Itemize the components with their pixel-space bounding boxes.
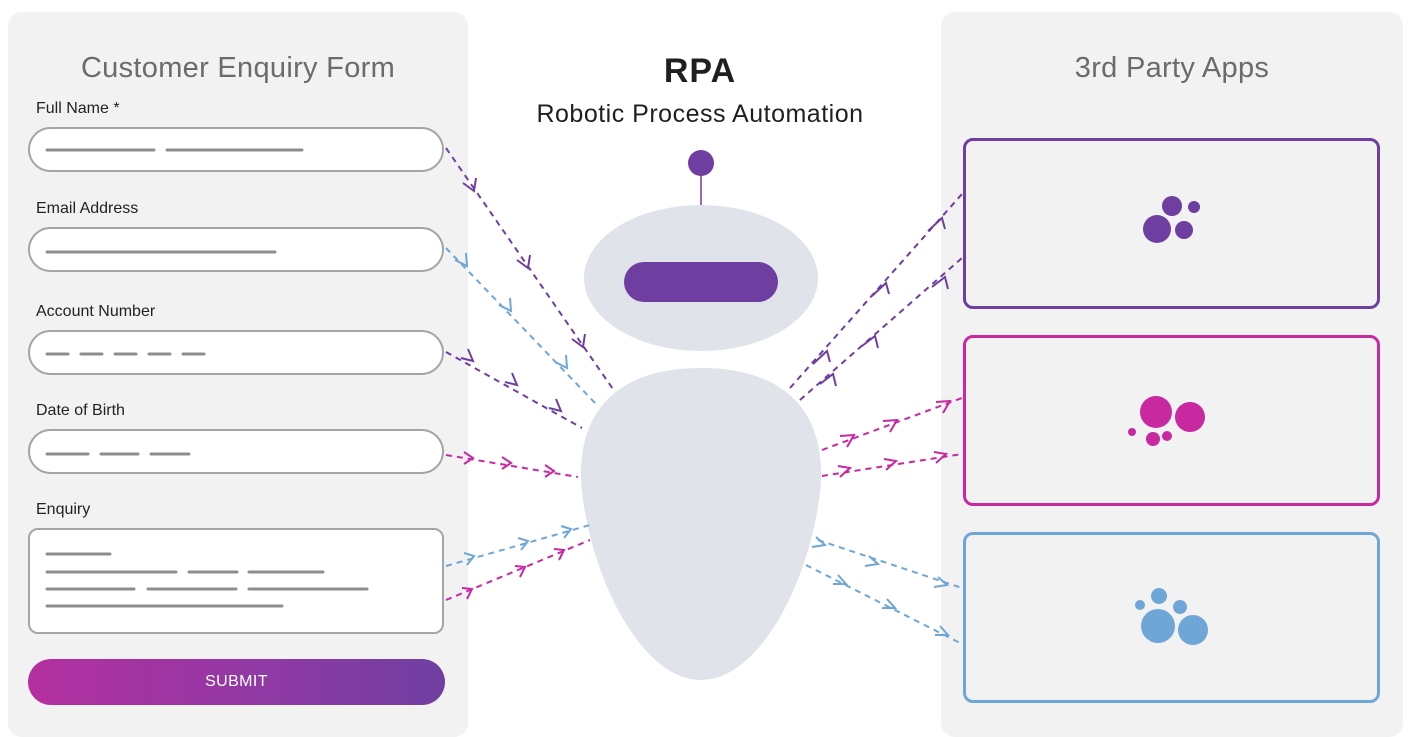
- full-name-label: Full Name *: [36, 100, 120, 117]
- account-number-label: Account Number: [36, 303, 156, 320]
- enquiry-textarea[interactable]: [28, 528, 444, 634]
- arrow-robot-app3-a: [817, 539, 963, 589]
- apps-title: 3rd Party Apps: [1074, 52, 1270, 84]
- arrow-enquiry-blue: [445, 524, 591, 567]
- app-box-magenta[interactable]: [963, 335, 1380, 506]
- app-magenta-icon: [1128, 396, 1205, 446]
- robot: [580, 150, 822, 680]
- email-address-label: Email Address: [36, 200, 139, 217]
- arrow-robot-app3-b: [805, 564, 963, 645]
- app-box-purple[interactable]: [963, 138, 1380, 309]
- rpa-heading: RPA: [663, 52, 737, 90]
- arrow-email: [445, 247, 597, 405]
- robot-antenna-ball: [688, 150, 714, 176]
- form-arrow-chevrons: [454, 177, 586, 600]
- date-of-birth-field[interactable]: [28, 429, 444, 474]
- date-of-birth-label: Date of Birth: [36, 402, 125, 419]
- app-blue-icon: [1135, 588, 1208, 645]
- app-arrow-chevrons: [811, 216, 952, 636]
- app-purple-icon: [1143, 196, 1200, 243]
- arrow-robot-app2-a: [821, 397, 963, 451]
- arrow-account-number: [445, 351, 583, 429]
- robot-to-apps-arrows: [789, 193, 963, 645]
- robot-body: [580, 368, 822, 680]
- arrow-date-of-birth: [445, 454, 579, 478]
- field-placeholder-lines: [45, 148, 369, 608]
- submit-button[interactable]: SUBMIT: [28, 659, 445, 705]
- rpa-subtitle: Robotic Process Automation: [536, 100, 864, 128]
- arrow-enquiry-magenta: [445, 539, 591, 601]
- arrow-robot-app1-b: [799, 257, 963, 401]
- robot-visor: [624, 262, 778, 302]
- email-address-field[interactable]: [28, 227, 444, 272]
- form-title: Customer Enquiry Form: [80, 52, 396, 84]
- enquiry-label: Enquiry: [36, 501, 91, 518]
